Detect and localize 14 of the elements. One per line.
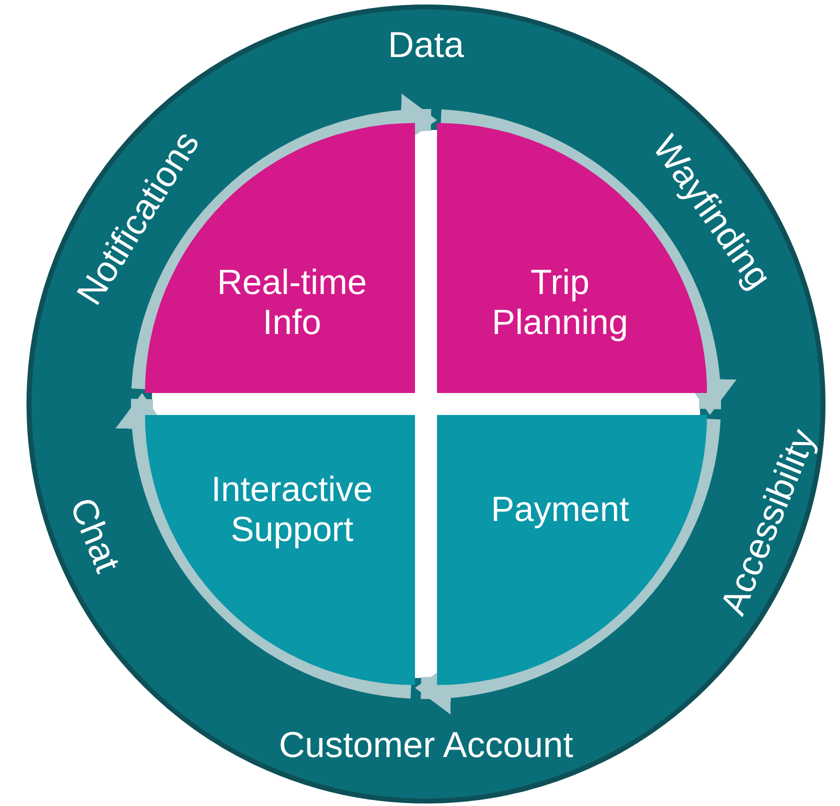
ring-label: Customer Account (278, 724, 574, 766)
curved-arrow (440, 109, 735, 415)
segment-label: Real-time Info (216, 263, 368, 343)
quadrant-segment (145, 415, 415, 685)
segment-label: Interactive Support (210, 470, 374, 550)
quadrant-segment (437, 415, 707, 685)
curved-arrow (131, 95, 437, 390)
segment-label: Payment (490, 490, 630, 530)
segment-label: Trip Planning (490, 263, 630, 343)
curved-arrow (117, 393, 412, 699)
ring-label: Data (388, 24, 464, 66)
ring-band (26, 4, 826, 804)
curved-arrow (415, 418, 721, 713)
ring-label: Chat (61, 492, 129, 578)
